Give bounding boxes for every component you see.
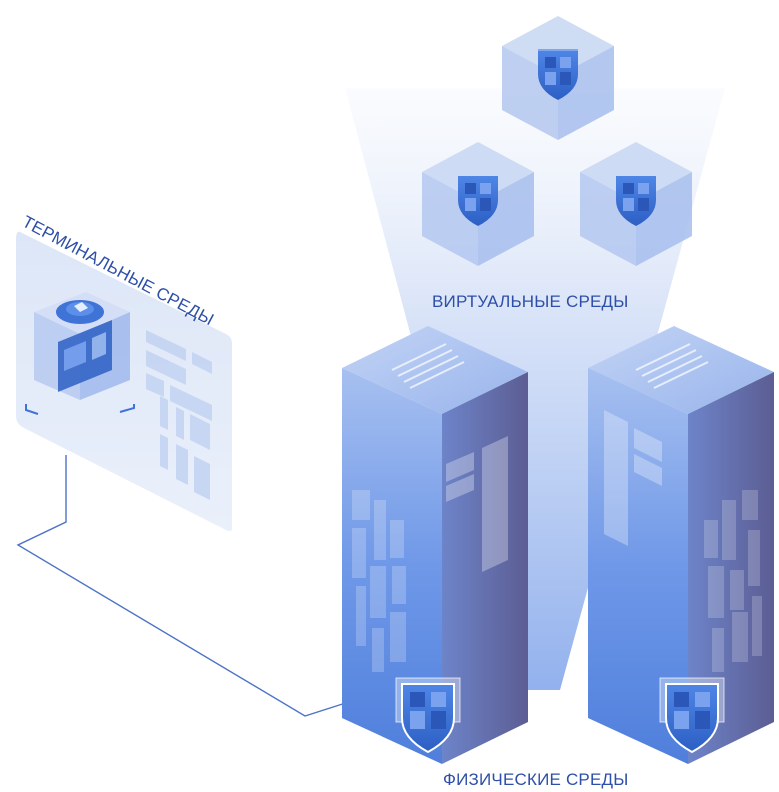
terminal-connector-line bbox=[16, 455, 356, 717]
virtual-cube-top bbox=[502, 16, 614, 140]
terminal-panel bbox=[16, 231, 232, 532]
shield-icon bbox=[395, 677, 461, 754]
virtual-cube-left bbox=[422, 142, 534, 266]
shield-icon bbox=[458, 176, 498, 226]
label-virtual-environments: ВИРТУАЛЬНЫЕ СРЕДЫ bbox=[432, 292, 629, 311]
terminal-cube-icon bbox=[25, 292, 135, 415]
label-physical-environments: ФИЗИЧЕСКИЕ СРЕДЫ bbox=[443, 770, 629, 789]
shield-icon bbox=[538, 49, 578, 100]
server-rack-left bbox=[342, 326, 528, 764]
shield-icon bbox=[616, 176, 656, 226]
shield-icon bbox=[659, 677, 725, 754]
virtual-cubes bbox=[422, 16, 692, 266]
virtual-cube-right bbox=[580, 142, 692, 266]
server-rack-right bbox=[588, 326, 774, 764]
